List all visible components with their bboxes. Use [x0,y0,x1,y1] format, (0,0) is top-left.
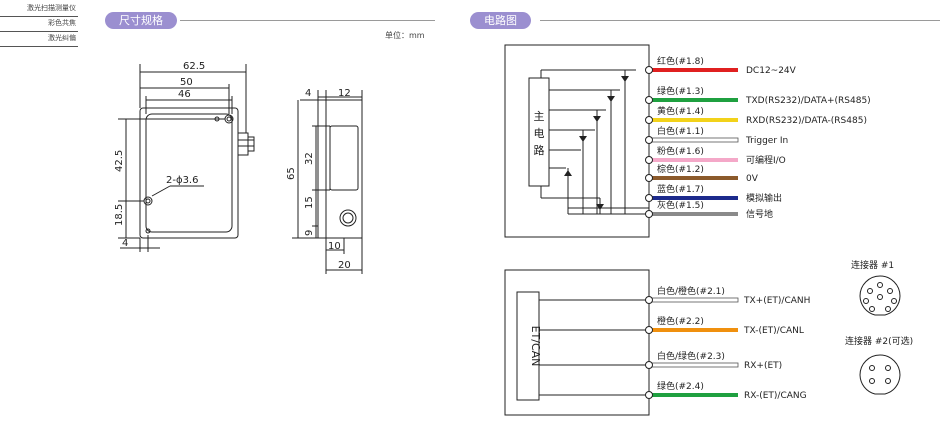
dim-side-top-right: 12 [338,88,351,99]
wire1-signal-6: 模拟输出 [746,192,782,204]
wire2-wire-3 [649,393,738,397]
wire2-wire-2 [648,362,739,368]
wire1-color-label-5: 棕色(#1.2) [657,163,704,175]
dim-front-hole-spec: 2-ϕ3.6 [166,175,198,186]
wire1-wire-4 [649,158,738,162]
dim-side-height-lens: 15 [304,196,315,209]
dimensions-title: 尺寸规格 [105,12,177,29]
wire1-wire-1 [649,98,738,102]
wire1-terminal-4 [645,156,653,164]
dimensions-title-rule [180,20,435,21]
dim-front-hole-offset: 4 [122,238,128,249]
wire1-color-label-2: 黄色(#1.4) [657,105,704,117]
wire1-terminal-6 [645,194,653,202]
wire2-terminal-0 [645,296,653,304]
wire1-terminal-0 [645,66,653,74]
connector-2-icon [859,354,901,395]
wire1-color-label-3: 白色(#1.1) [657,125,704,137]
wire1-wire-7 [649,212,738,216]
side-nav-item-confocal[interactable]: 彩色共焦 [0,17,78,32]
wire1-signal-7: 信号地 [746,208,773,220]
wire2-color-label-2: 白色/绿色(#2.3) [657,350,725,362]
side-view-lens [339,209,357,227]
can-label: ET/CAN [529,326,542,367]
unit-label: 单位：mm [385,31,425,40]
dim-side-bottom-total: 20 [338,260,351,271]
side-nav-item-correction[interactable]: 激光纠偏 [0,32,78,47]
wire1-color-label-0: 红色(#1.8) [657,55,704,67]
wire1-signal-1: TXD(RS232)/DATA+(RS485) [745,96,871,106]
wire2-signal-2: RX+(ET) [744,361,782,371]
connector-2-label: 连接器 #2(可选) [845,335,913,347]
wire1-signal-5: 0V [746,174,759,184]
circuit-title: 电路图 [470,12,531,29]
dim-side-top-left: 4 [305,88,311,99]
dim-side-height-window: 32 [304,152,315,165]
side-nav: 激光扫描测量仪 彩色共焦 激光纠偏 [0,2,78,47]
circuit-wires-2: 白色/橙色(#2.1) TX+(ET)/CANH 橙色(#2.2) TX-(ET)/C… [645,285,810,401]
wire1-terminal-5 [645,174,653,182]
front-view-face [145,113,233,233]
dim-front-height-holes: 42.5 [114,150,125,172]
wire1-wire-2 [649,118,738,122]
wire2-color-label-1: 橙色(#2.2) [657,315,704,327]
wire1-terminal-3 [645,136,653,144]
circuit-title-rule [540,20,940,21]
can-block [516,291,540,401]
wire2-signal-0: TX+(ET)/CANH [743,296,810,306]
wire1-color-label-7: 灰色(#1.5) [657,199,704,211]
dim-front-height-bottom: 18.5 [114,204,125,226]
wire1-color-label-6: 蓝色(#1.7) [657,183,704,195]
main-circuit-label-3: 路 [534,144,545,157]
wire2-terminal-1 [645,326,653,334]
dim-front-width-mid: 50 [180,77,193,88]
wire1-color-label-4: 粉色(#1.6) [657,145,704,157]
wire2-color-label-3: 绿色(#2.4) [657,380,704,392]
dim-front-width-inner: 46 [178,89,191,100]
wire1-terminal-7 [645,210,653,218]
main-circuit-label-1: 主 [534,110,545,123]
wire1-terminal-1 [645,96,653,104]
wire1-color-label-1: 绿色(#1.3) [657,85,704,97]
wire1-signal-2: RXD(RS232)/DATA-(RS485) [746,116,867,126]
main-circuit-label-2: 电 [534,127,545,140]
wire1-wire-6 [649,196,738,200]
wire2-terminal-3 [645,391,653,399]
dim-side-bottom-lens: 10 [328,241,341,252]
main-circuit-block [528,77,550,187]
wire1-wire-5 [649,176,738,180]
wire1-signal-3: Trigger In [745,136,788,146]
side-nav-item-scan[interactable]: 激光扫描测量仪 [0,2,78,17]
wire1-wire-0 [649,68,738,72]
circuit-wires-1: 红色(#1.8) DC12~24V 绿色(#1.3) TXD(RS232)/DATA+… [645,55,871,220]
dim-side-height-bottom: 9 [304,230,315,236]
wire2-color-label-0: 白色/橙色(#2.1) [657,285,725,297]
dim-side-height-total: 65 [286,167,297,180]
wire2-signal-3: RX-(ET)/CANG [744,391,807,401]
wire2-wire-0 [648,297,739,303]
wire1-signal-4: 可编程I/O [746,154,786,166]
wire1-terminal-2 [645,116,653,124]
circuit-can-frame [504,269,650,416]
connector-1-label: 连接器 #1 [851,259,894,271]
front-view-body [139,107,239,239]
wire2-terminal-2 [645,361,653,369]
dim-front-width-outer: 62.5 [183,61,205,72]
wire2-signal-1: TX-(ET)/CANL [743,326,804,336]
wire2-wire-1 [649,328,738,332]
connector-1-icon [859,275,901,316]
wire1-signal-0: DC12~24V [746,66,797,76]
